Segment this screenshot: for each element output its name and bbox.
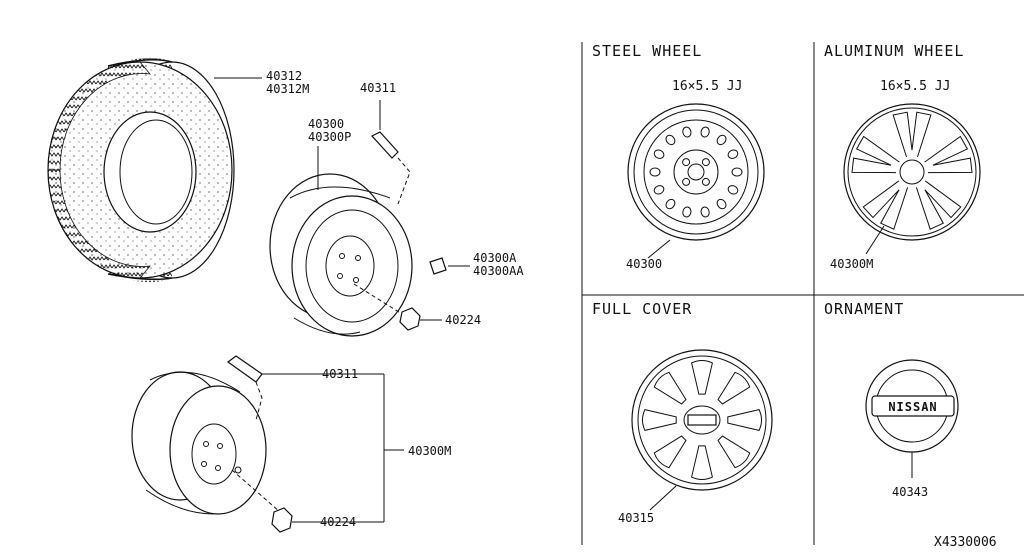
cover-slot: [727, 409, 763, 431]
spare-nut[interactable]: [231, 469, 293, 533]
spare-assembly-part-number: 40300M: [408, 444, 451, 458]
steel-wheel-part-number: 40300: [626, 257, 662, 271]
cover-slot: [691, 445, 713, 481]
vent-hole: [653, 149, 665, 159]
tire-part-number: 40312: [266, 69, 302, 83]
vent-hole: [716, 198, 727, 210]
spare-valve-part-number: 40311: [322, 367, 358, 381]
lug-hole: [682, 177, 691, 186]
valve-stem-top[interactable]: [371, 100, 411, 205]
wheel-nut-top[interactable]: [353, 283, 442, 331]
cover-slot: [717, 371, 751, 405]
steel-wheel-title: STEEL WHEEL: [592, 42, 702, 60]
aluminum-wheel-leader: [865, 225, 885, 255]
spare-nut-part-number: 40224: [320, 515, 356, 529]
aluminum-wheel-size: 16×5.5 JJ: [880, 79, 950, 94]
vent-hole: [665, 198, 676, 210]
vent-hole: [653, 185, 665, 195]
vent-hole: [682, 206, 692, 218]
full-cover-part-number: 40315: [618, 511, 654, 525]
cover-slot: [641, 409, 677, 431]
diagram-id: X4330006: [934, 535, 997, 550]
ornament-drawing[interactable]: NISSAN: [865, 359, 959, 453]
full-cover-title: FULL COVER: [592, 300, 692, 318]
ornament-logo-text: NISSAN: [888, 400, 937, 414]
top-wheel[interactable]: [269, 173, 413, 337]
cover-slot: [717, 435, 751, 469]
aluminum-wheel-part-number: 40300M: [830, 257, 873, 271]
spare-wheel[interactable]: [131, 371, 267, 515]
wheel-spoke: [862, 180, 909, 230]
tire-part-number-alt: 40312M: [266, 82, 309, 96]
cover-slot: [653, 371, 687, 405]
steel-wheel-drawing[interactable]: [627, 103, 765, 241]
cover-slot: [691, 359, 713, 395]
lug-hole: [701, 158, 710, 167]
wheel-part-number: 40300: [308, 117, 344, 131]
balance-weight[interactable]: [429, 257, 470, 275]
panel-grid: [581, 42, 1024, 545]
ornament-part-number: 40343: [892, 485, 928, 499]
vent-hole: [665, 134, 676, 146]
nut-top-part-number: 40224: [445, 313, 481, 327]
aluminum-wheel-drawing[interactable]: [843, 103, 981, 241]
vent-hole: [649, 167, 661, 177]
wheel-spoke: [924, 135, 973, 174]
wheel-spoke: [892, 111, 932, 158]
vent-hole: [700, 206, 710, 218]
wheel-spoke: [915, 180, 962, 230]
vent-hole: [682, 126, 692, 138]
wheel-spoke: [851, 135, 900, 174]
ornament-title: ORNAMENT: [824, 300, 904, 318]
full-cover-drawing[interactable]: [631, 349, 773, 491]
vent-hole: [727, 149, 739, 159]
vent-hole: [731, 167, 743, 177]
weight-part-number: 40300A: [473, 251, 517, 265]
valve-top-part-number: 40311: [360, 81, 396, 95]
spare-leaders: [262, 373, 404, 523]
vent-hole: [700, 126, 710, 138]
aluminum-wheel-title: ALUMINUM WHEEL: [824, 42, 964, 60]
cover-slot: [653, 435, 687, 469]
wheel-part-number-alt: 40300P: [308, 130, 351, 144]
lug-hole: [701, 177, 710, 186]
vent-hole: [727, 185, 739, 195]
steel-wheel-leader: [647, 239, 671, 259]
lug-hole: [682, 158, 691, 167]
tire[interactable]: [47, 57, 235, 283]
full-cover-leader: [649, 485, 677, 511]
vent-hole: [716, 134, 727, 146]
weight-part-number-alt: 40300AA: [473, 264, 524, 278]
steel-wheel-size: 16×5.5 JJ: [672, 79, 742, 94]
